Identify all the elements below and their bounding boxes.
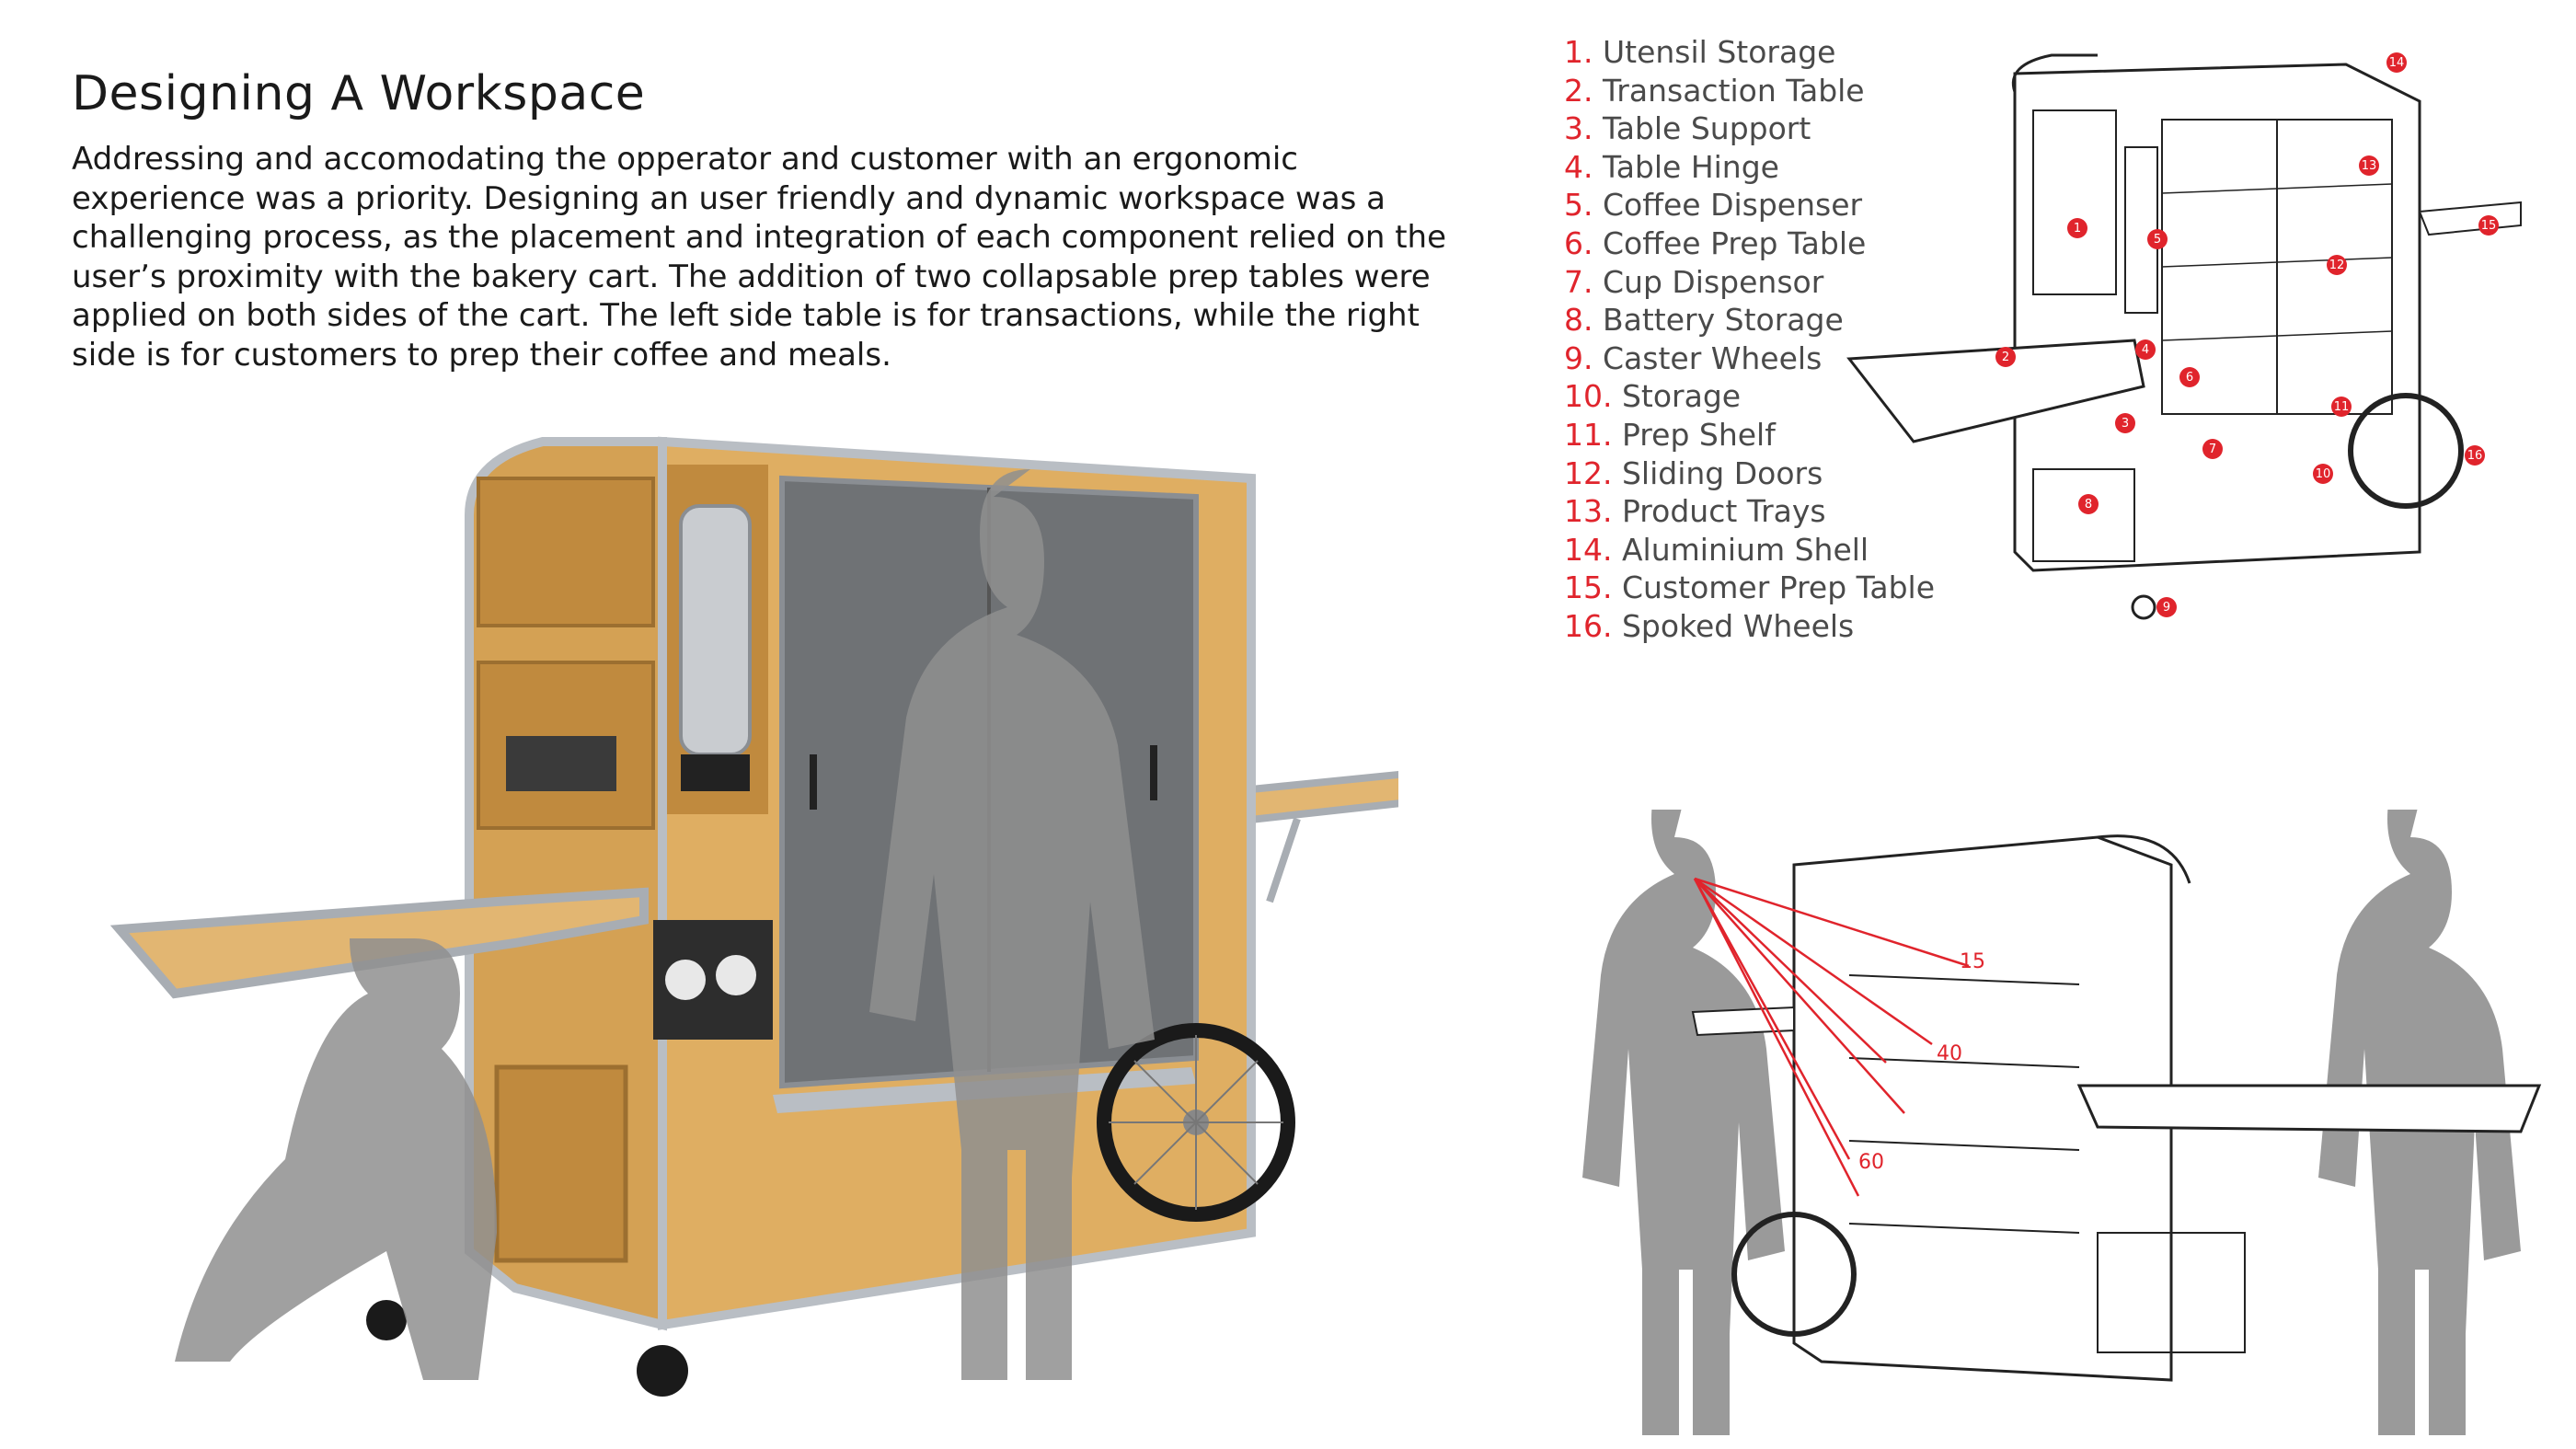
intro-paragraph: Addressing and accomodating the opperato… [72,141,1447,374]
legend-item: 16. Spoked Wheels [1564,607,1855,644]
svg-text:6: 6 [2186,371,2193,385]
customer-silhouette [1582,810,1785,1435]
ergonomic-diagram: 15 40 60 [1582,810,2542,1435]
spoked-wheel [1097,1023,1295,1222]
battery-storage [494,1064,628,1263]
component-legend: 1. Utensil Storage 2. Transaction Table … [1564,33,1935,646]
svg-text:2: 2 [2002,351,2009,364]
svg-text:12: 12 [2329,259,2345,272]
coffee-dispenser [679,504,752,756]
legend-item: 14. Aluminium Shell [1564,531,1869,568]
svg-text:3: 3 [2122,417,2129,431]
legend-item: 9. Caster Wheels [1564,339,1823,376]
cart-render-illustration [110,436,1398,1397]
legend-item: 2. Transaction Table [1564,72,1865,109]
svg-text:9: 9 [2163,601,2170,615]
legend-item: 7. Cup Dispensor [1564,263,1824,300]
legend-item: 15. Customer Prep Table [1564,569,1936,606]
legend-item: 1. Utensil Storage [1564,34,1836,70]
legend-item: 13. Product Trays [1564,493,1826,530]
svg-text:1: 1 [2074,222,2081,236]
dimension-label: 40 [1937,1042,1962,1065]
svg-text:13: 13 [2362,159,2377,173]
cart-callout-diagram: 1 2 3 4 5 6 7 8 9 10 11 12 13 14 15 16 [1846,52,2522,620]
legend-item: 3. Table Support [1564,110,1811,147]
legend-item: 5. Coffee Dispenser [1564,187,1863,224]
svg-text:7: 7 [2209,443,2216,456]
svg-text:10: 10 [2316,467,2331,481]
crouching-person-silhouette [175,938,497,1380]
customer-prep-table [1227,770,1398,825]
svg-text:16: 16 [2467,449,2483,463]
legend-item: 12. Sliding Doors [1564,454,1823,491]
dimension-label: 15 [1960,950,1985,973]
utensil-storage [477,477,655,627]
svg-text:14: 14 [2389,56,2405,70]
page-title: Designing A Workspace [72,66,646,121]
legend-item: 4. Table Hinge [1564,148,1779,185]
svg-text:11: 11 [2334,400,2350,414]
legend-item: 8. Battery Storage [1564,302,1844,339]
standing-person-silhouette [869,469,1155,1380]
svg-text:15: 15 [2481,219,2497,233]
legend-item: 11. Prep Shelf [1564,416,1776,453]
dimension-label: 60 [1858,1151,1884,1174]
svg-text:8: 8 [2085,498,2092,512]
svg-text:5: 5 [2154,233,2161,247]
caster-wheel [637,1345,688,1397]
svg-text:4: 4 [2142,343,2149,357]
legend-item: 10. Storage [1564,378,1742,415]
legend-item: 6. Coffee Prep Table [1564,224,1867,261]
